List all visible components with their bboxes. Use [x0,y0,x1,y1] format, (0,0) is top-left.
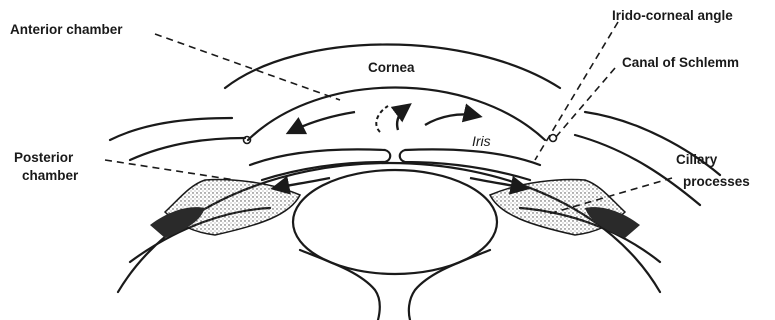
label-posterior-chamber-line2: chamber [22,168,78,184]
flow-dashed-center-left [376,106,388,132]
leader-posterior-chamber [105,160,235,180]
label-ciliary-processes-line2: processes [683,174,750,190]
label-ciliary-processes-line1: Ciliary [676,152,717,168]
sclera-band-left [110,118,232,140]
vitreous-line-right [409,250,490,320]
flow-arrow-left-up [290,112,355,132]
label-irido-corneal-angle: Irido-corneal angle [612,8,733,24]
label-anterior-chamber: Anterior chamber [10,22,123,38]
vitreous-line-left [300,250,380,320]
leader-canal-of-schlemm [555,68,615,138]
sclera-band-left-2 [130,138,245,160]
flow-arrow-right-up [425,114,478,125]
cornea-inner-surface [248,88,545,141]
label-posterior-chamber-line1: Posterior [14,150,73,166]
label-cornea: Cornea [368,60,415,76]
flow-arrow-center-right [397,106,408,130]
iris-left [250,149,390,180]
leader-anterior-chamber [155,34,340,100]
label-canal-of-schlemm: Canal of Schlemm [622,55,739,71]
label-iris: Iris [472,133,491,149]
leader-irido-corneal-angle [535,22,618,160]
